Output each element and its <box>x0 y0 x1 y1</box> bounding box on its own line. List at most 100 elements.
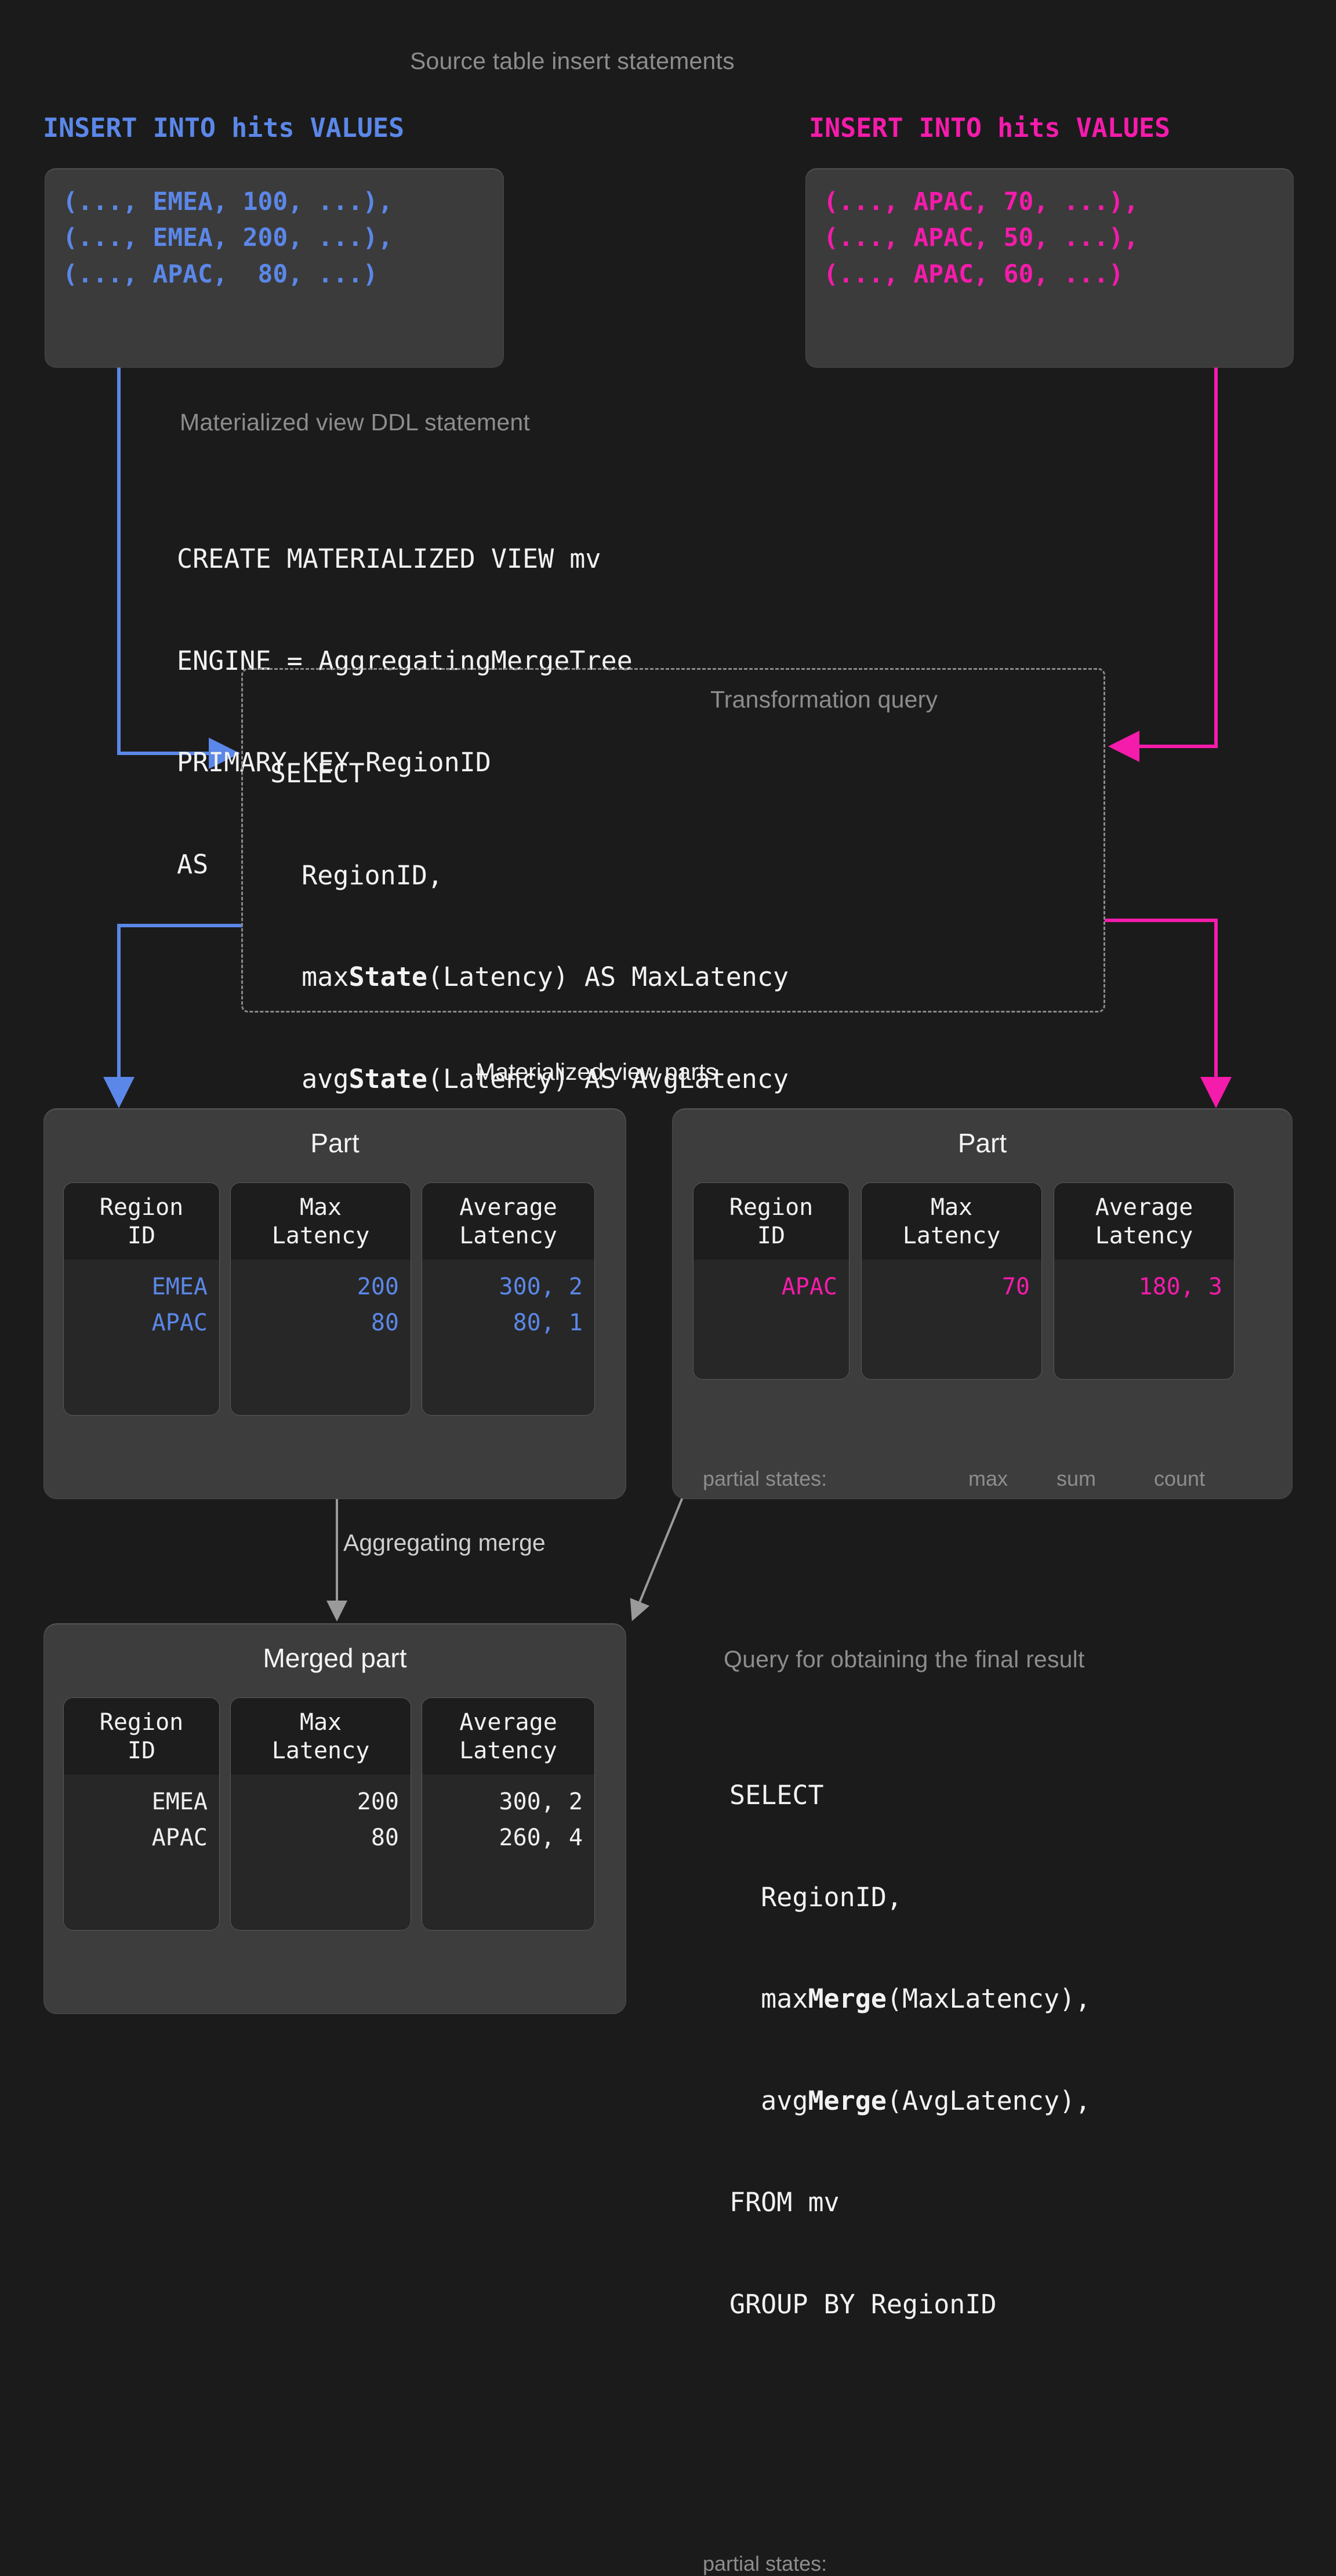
cell-region: APAC <box>151 1824 208 1851</box>
column-body-region: APAC <box>694 1259 849 1379</box>
arrow-insert-right-to-query <box>1108 367 1218 762</box>
final-query-line: GROUP BY RegionID <box>729 2288 997 2320</box>
partial-states-label: partial states: <box>703 1467 827 1490</box>
column-header-max: Max Latency <box>231 1698 411 1775</box>
mv-parts-heading: Materialized view parts <box>475 1058 717 1085</box>
transformation-query-box <box>241 668 1105 1013</box>
final-fn-suffix: Merge <box>808 2085 887 2116</box>
mv-ddl-line: AS <box>177 848 209 880</box>
column-header-region: Region ID <box>64 1183 219 1260</box>
insert-right-row: (..., APAC, 50, ...), <box>823 223 1139 253</box>
column-header-region: Region ID <box>694 1183 849 1260</box>
cell-avg: 300, 2 <box>499 1788 583 1815</box>
query-fn-prefix: max <box>270 962 349 992</box>
column-header-max: Max Latency <box>862 1183 1041 1260</box>
cell-region: APAC <box>151 1309 208 1336</box>
query-fn-suffix: State <box>348 1063 427 1094</box>
column-header-avg: Average Latency <box>422 1183 594 1260</box>
mv-ddl-line: PRIMARY KEY RegionID <box>177 747 491 778</box>
insert-right-row: (..., APAC, 70, ...), <box>823 187 1139 216</box>
final-query-code: SELECT RegionID, maxMerge(MaxLatency), a… <box>729 1711 1091 2389</box>
query-line: maxState(Latency) AS MaxLatency <box>270 960 789 995</box>
final-fn-suffix: Merge <box>808 1983 887 2014</box>
arrow-query-to-part-left <box>103 924 242 1108</box>
insert-left-row: (..., EMEA, 200, ...), <box>63 223 393 253</box>
partial-state-count: count <box>1154 1467 1206 1490</box>
part-left-column-region: Region ID EMEA APAC <box>64 1183 219 1415</box>
aggregating-merge-label: Aggregating merge <box>343 1529 546 1556</box>
cell-max: 80 <box>371 1824 399 1851</box>
cell-avg: 180, 3 <box>1138 1273 1223 1300</box>
insert-left-row: (..., APAC, 80, ...) <box>63 259 378 289</box>
column-body-region: EMEA APAC <box>64 1774 219 1930</box>
column-body-region: EMEA APAC <box>64 1259 219 1415</box>
cell-region: APAC <box>781 1273 837 1300</box>
column-body-avg: 300, 2 260, 4 <box>422 1774 594 1930</box>
mv-ddl-line: ENGINE = AggregatingMergeTree <box>177 645 633 676</box>
final-query-line: RegionID, <box>729 1881 903 1913</box>
part-right-column-max: Max Latency 70 <box>862 1183 1041 1379</box>
query-fn-args: (Latency) AS AvgLatency <box>427 1063 789 1094</box>
part-left-title: Part <box>310 1128 360 1158</box>
cell-max: 70 <box>1001 1273 1030 1300</box>
query-line: SELECT <box>270 758 365 789</box>
final-query-line: maxMerge(MaxLatency), <box>729 1982 1091 2016</box>
arrow-query-to-part-right <box>1105 919 1232 1108</box>
insert-left-row: (..., EMEA, 100, ...), <box>63 187 393 216</box>
mv-ddl-heading: Materialized view DDL statement <box>180 409 530 436</box>
column-body-max: 200 80 <box>231 1774 411 1930</box>
final-fn-prefix: avg <box>729 2085 808 2116</box>
part-left-column-avg: Average Latency 300, 2 80, 1 <box>422 1183 594 1415</box>
query-fn-suffix: State <box>348 962 427 992</box>
merged-part-title: Merged part <box>263 1643 407 1673</box>
insert-left-values-box: (..., EMEA, 100, ...), (..., EMEA, 200, … <box>45 169 503 367</box>
part-left-column-max: Max Latency 200 80 <box>231 1183 411 1415</box>
merged-column-max: Max Latency 200 80 <box>231 1698 411 1930</box>
cell-max: 200 <box>357 1788 399 1815</box>
final-query-heading: Query for obtaining the final result <box>724 1646 1085 1672</box>
part-card-right: Part Region ID APAC Max Latency 70 Avera… <box>673 1109 1292 2575</box>
query-fn-prefix: avg <box>270 1063 349 1094</box>
arrow-part-right-to-merged <box>630 1493 685 1621</box>
insert-left-header: INSERT INTO hits VALUES <box>43 113 405 143</box>
merged-column-region: Region ID EMEA APAC <box>64 1698 219 1930</box>
query-fn-args: (Latency) AS MaxLatency <box>427 962 789 992</box>
column-header-max: Max Latency <box>231 1183 411 1260</box>
final-fn-prefix: max <box>729 1983 808 2014</box>
final-fn-args: (MaxLatency), <box>886 1983 1091 2014</box>
partial-state-sum: sum <box>1057 1467 1097 1490</box>
column-body-max: 70 <box>862 1259 1041 1379</box>
part-right-column-region: Region ID APAC <box>694 1183 849 1379</box>
column-header-region: Region ID <box>64 1698 219 1775</box>
cell-avg: 80, 1 <box>513 1309 583 1336</box>
column-body-avg: 300, 2 80, 1 <box>422 1259 594 1415</box>
merged-part-card: Merged part Region ID EMEA APAC Max Late… <box>44 1624 626 2013</box>
insert-right-header: INSERT INTO hits VALUES <box>809 113 1171 143</box>
part-card-left: Part Region ID EMEA APAC Max Latency 200… <box>44 1109 626 1499</box>
final-query-line: FROM mv <box>729 2187 840 2218</box>
cell-region: EMEA <box>151 1273 208 1300</box>
final-query-line: SELECT <box>729 1780 824 1811</box>
column-body-avg: 180, 3 <box>1054 1259 1234 1379</box>
diagram-canvas: Source table insert statements INSERT IN… <box>43 48 1293 2575</box>
insert-right-row: (..., APAC, 60, ...) <box>823 259 1124 289</box>
partial-states-label: partial states: <box>703 2552 827 2575</box>
mv-ddl-line: CREATE MATERIALIZED VIEW mv <box>177 543 601 574</box>
query-line: RegionID, <box>270 859 444 891</box>
part-right-title: Part <box>957 1128 1007 1158</box>
final-fn-args: (AvgLatency), <box>886 2085 1091 2116</box>
column-body-max: 200 80 <box>231 1259 411 1415</box>
cell-max: 80 <box>371 1309 399 1336</box>
query-line: avgState(Latency) AS AvgLatency <box>270 1062 789 1097</box>
final-query-line: avgMerge(AvgLatency), <box>729 2084 1091 2118</box>
cell-avg: 260, 4 <box>499 1824 583 1851</box>
transformation-query-heading: Transformation query <box>710 686 938 713</box>
cell-max: 200 <box>357 1273 399 1300</box>
mv-ddl-code: CREATE MATERIALIZED VIEW mv ENGINE = Agg… <box>177 474 633 949</box>
column-header-avg: Average Latency <box>422 1698 594 1775</box>
part-right-column-avg: Average Latency 180, 3 <box>1054 1183 1234 1379</box>
partial-state-max: max <box>968 1467 1008 1490</box>
cell-avg: 300, 2 <box>499 1273 583 1300</box>
insert-right-values-box: (..., APAC, 70, ...), (..., APAC, 50, ..… <box>806 169 1293 367</box>
source-inserts-heading: Source table insert statements <box>410 48 735 74</box>
